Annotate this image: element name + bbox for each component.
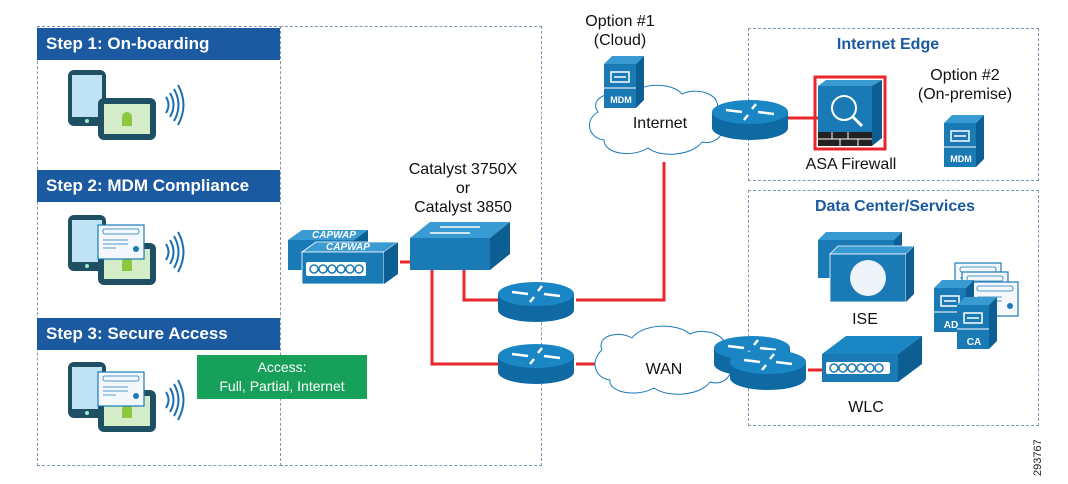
ise-label: ISE xyxy=(852,311,878,328)
data-center-title: Data Center/Services xyxy=(814,198,976,215)
internet-edge-router-icon xyxy=(710,98,790,142)
wifi-waves-icon xyxy=(165,379,185,421)
wifi-waves-icon xyxy=(165,231,185,273)
cloud-option-line2: (Cloud) xyxy=(593,32,647,49)
step-3-header: Step 3: Secure Access xyxy=(37,318,280,350)
ise-server-icon xyxy=(829,245,915,303)
endpoints-zone xyxy=(37,26,282,466)
access-levels-badge: Access: Full, Partial, Internet xyxy=(197,355,367,399)
onprem-option-line2: (On-premise) xyxy=(917,86,1013,103)
wan-cloud-label: WAN xyxy=(645,361,683,378)
certificate-icon xyxy=(97,224,145,260)
asa-firewall-icon xyxy=(813,75,887,151)
access-point-icon xyxy=(300,241,400,285)
network-links xyxy=(400,116,824,372)
capwap-label-2: CAPWAP xyxy=(326,242,370,253)
asa-firewall-label: ASA Firewall xyxy=(805,156,897,173)
switch-label-line2: or xyxy=(455,180,471,197)
step-2-header: Step 2: MDM Compliance xyxy=(37,170,280,202)
wlc-icon xyxy=(822,336,922,382)
switch-label-line1: Catalyst 3750X xyxy=(408,161,518,178)
campus-router-internet-icon xyxy=(496,280,576,324)
campus-zone xyxy=(280,26,542,466)
wifi-waves-icon xyxy=(165,84,185,126)
catalyst-switch-icon xyxy=(410,222,510,270)
internet-edge-title: Internet Edge xyxy=(836,36,940,53)
capwap-label-1: CAPWAP xyxy=(312,230,356,241)
ca-label: CA xyxy=(966,337,982,348)
access-options: Full, Partial, Internet xyxy=(219,378,345,394)
switch-label-line3: Catalyst 3850 xyxy=(414,199,512,216)
catalyst-switch-label: Catalyst 3750X or Catalyst 3850 xyxy=(398,160,528,217)
cloud-option-line1: Option #1 xyxy=(585,13,655,30)
data-center-zone xyxy=(748,190,1039,426)
dc-router-icon xyxy=(728,348,808,392)
onprem-option-line1: Option #2 xyxy=(930,67,1000,84)
step-1-header: Step 1: On-boarding xyxy=(37,28,280,60)
internet-cloud-label: Internet xyxy=(632,115,688,132)
tablets-step-1 xyxy=(68,70,156,140)
onprem-mdm-label: MDM xyxy=(950,154,972,164)
certificate-icon xyxy=(97,371,145,407)
cloud-option-label: Option #1 (Cloud) xyxy=(570,12,670,50)
campus-router-wan-icon xyxy=(496,342,576,386)
ad-label: AD xyxy=(943,320,959,331)
access-title: Access: xyxy=(257,359,307,375)
onprem-option-label: Option #2 (On-premise) xyxy=(910,66,1020,104)
wlc-label: WLC xyxy=(848,399,884,416)
cloud-mdm-label: MDM xyxy=(610,95,632,105)
figure-id: 293767 xyxy=(1032,439,1044,476)
